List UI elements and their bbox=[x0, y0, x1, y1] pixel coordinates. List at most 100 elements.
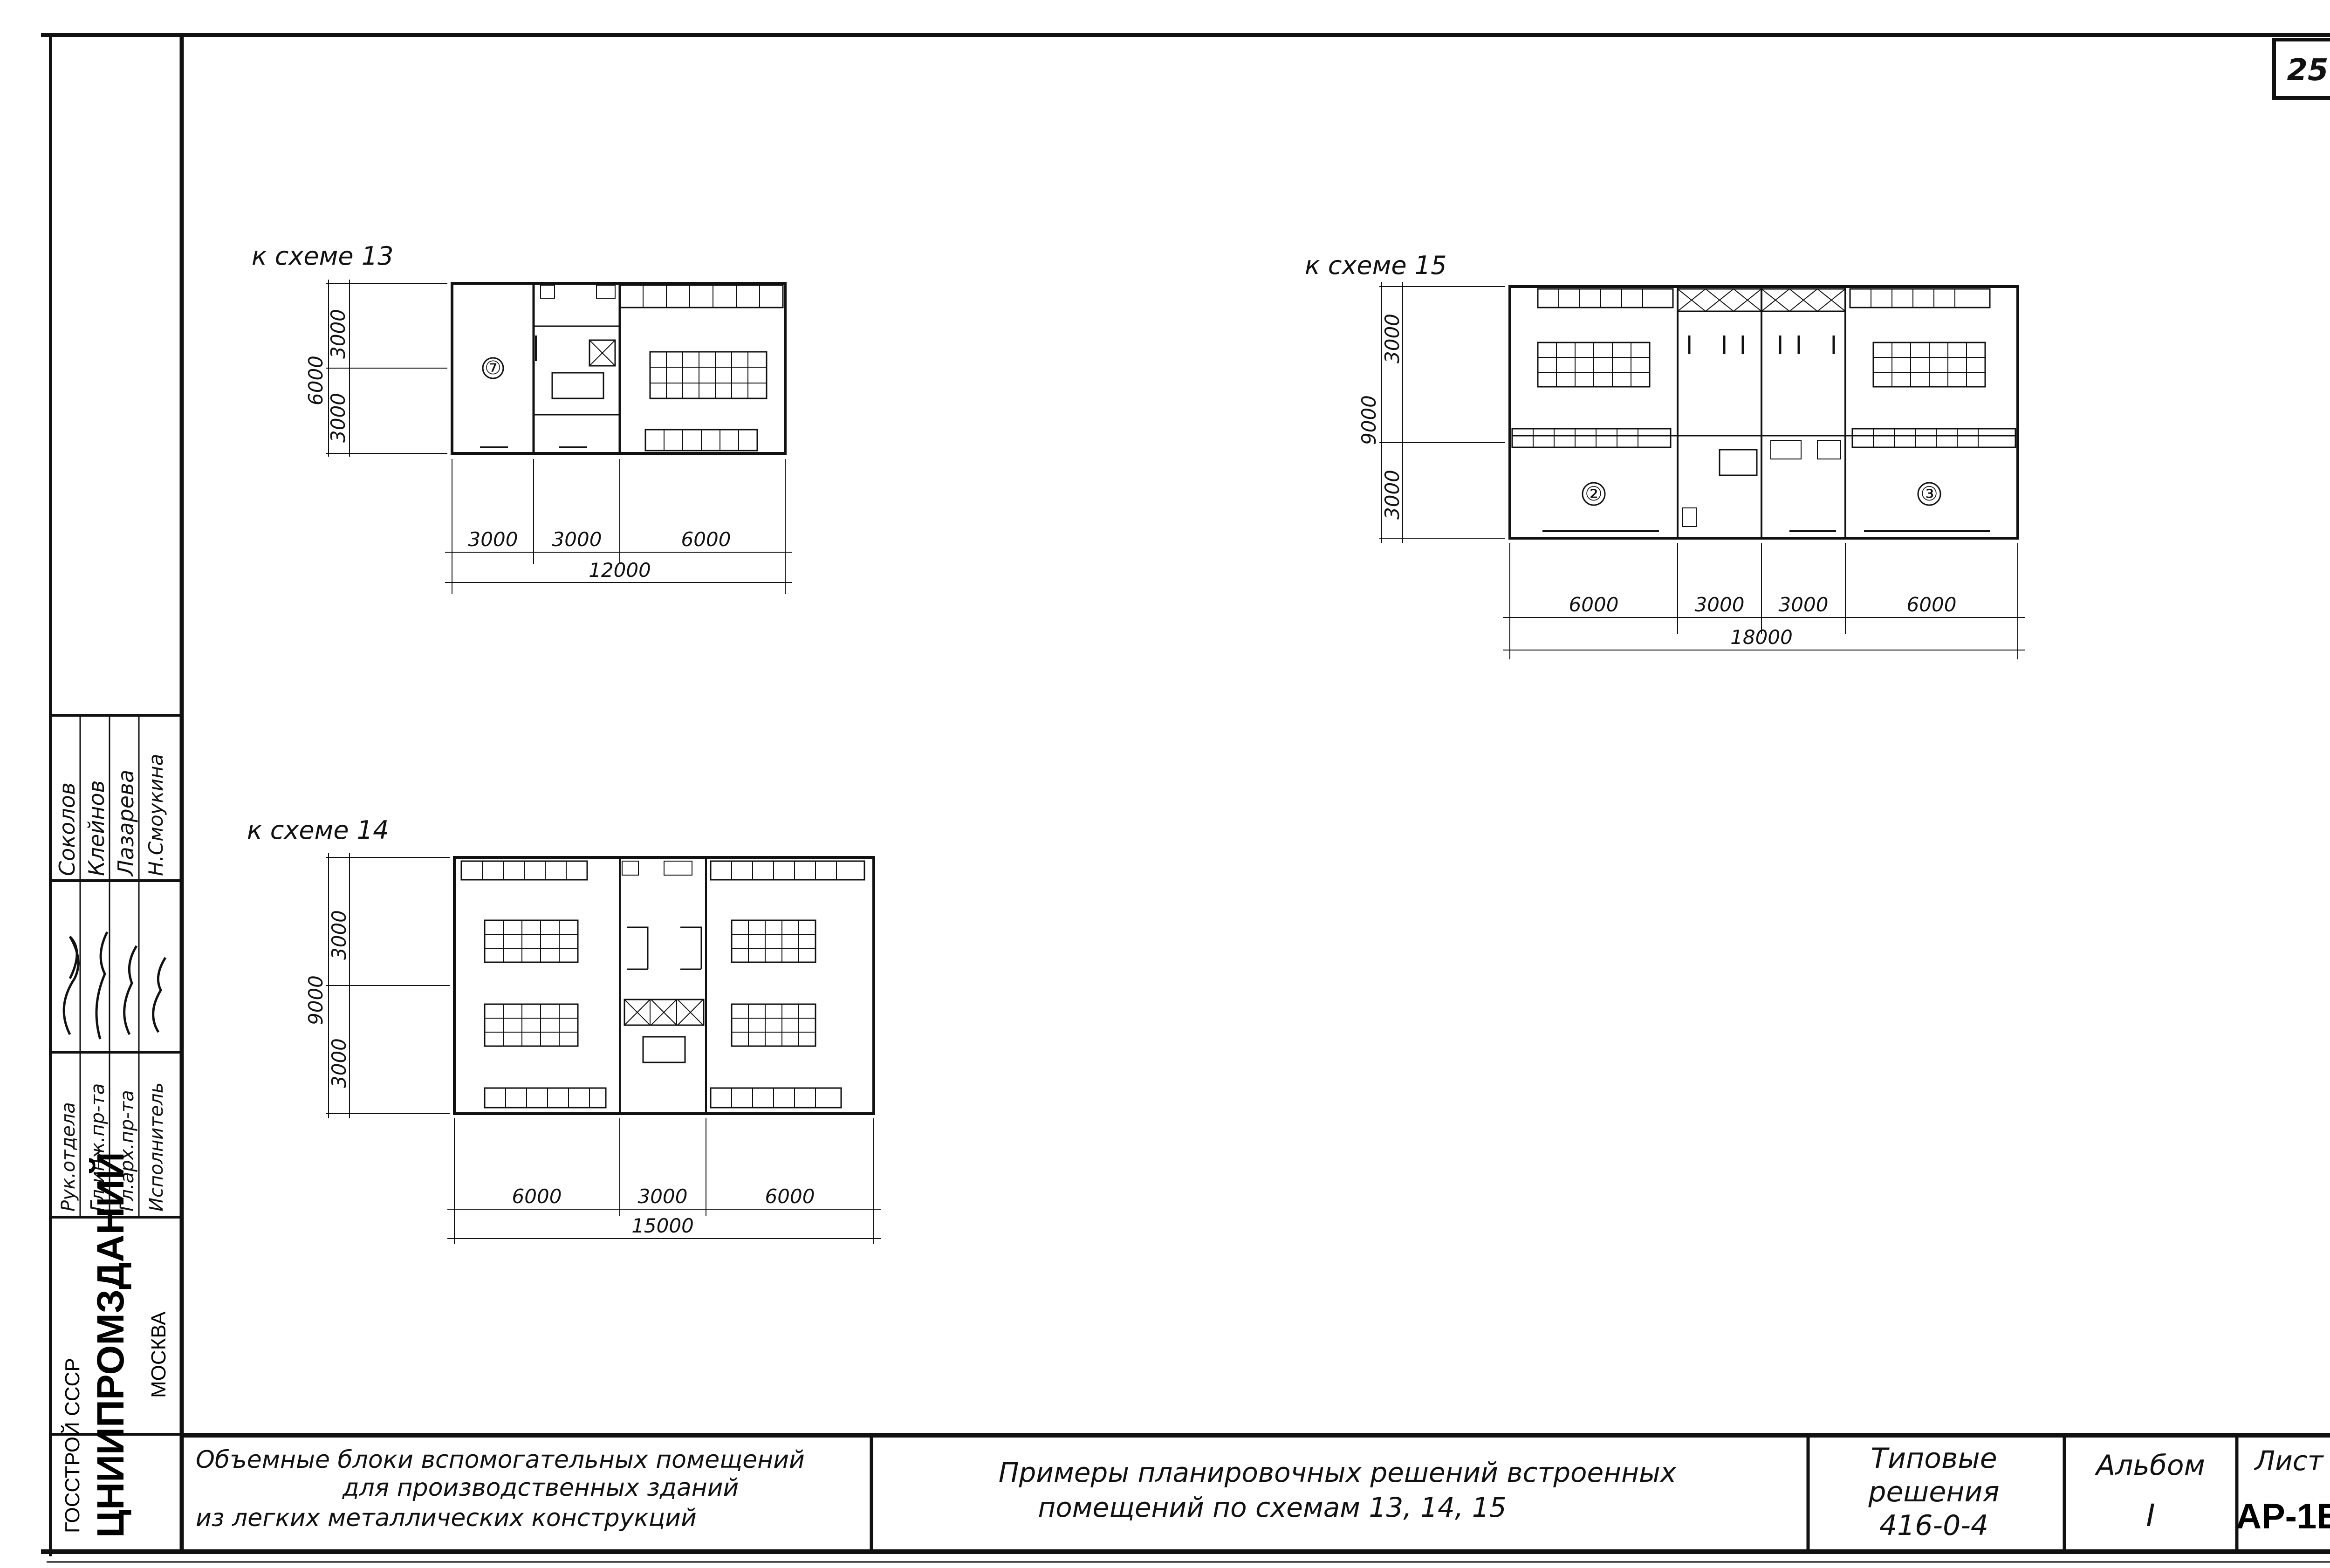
window-band bbox=[1851, 428, 2016, 448]
dim-left: 3000 bbox=[328, 1038, 350, 1088]
furniture-block bbox=[484, 1003, 579, 1047]
sanitary-fixture bbox=[589, 339, 616, 367]
window-band bbox=[1849, 288, 1991, 308]
series-line: решения bbox=[1868, 1476, 1999, 1508]
stamp-name: Н.Смоукина bbox=[144, 754, 167, 876]
dim-bottom: 6000 bbox=[1907, 593, 1957, 616]
sanitary-fixture bbox=[642, 1036, 686, 1063]
window-band bbox=[710, 860, 865, 881]
dim-left: 3000 bbox=[1381, 470, 1404, 520]
sheet-title: Примеры планировочных решений встроенных… bbox=[999, 1457, 1677, 1523]
sheet-code-block: Лист АР-1Б bbox=[2236, 1445, 2330, 1536]
room-mark-circle bbox=[1917, 482, 1941, 506]
dim-bottom: 3000 bbox=[638, 1185, 688, 1208]
album-block: Альбом I bbox=[2094, 1449, 2205, 1534]
furniture-block bbox=[731, 1003, 816, 1047]
sanitary-fixture bbox=[1817, 440, 1841, 459]
dim-bottom: 6000 bbox=[681, 528, 731, 551]
stamp-roles: Рук.отдела Гл.инж.пр-та Гл.арх.пр-та Исп… bbox=[58, 1082, 167, 1212]
plan-13-labels: ⑦ 3000 3000 6000 3000 3000 6000 12000 bbox=[304, 309, 731, 582]
sheet-label: Лист bbox=[2254, 1445, 2324, 1477]
plan-title: к схеме 14 bbox=[247, 815, 389, 845]
dim-left-total: 9000 bbox=[1357, 395, 1380, 445]
building-outline bbox=[1508, 285, 2019, 540]
sheet-number-box: 25 bbox=[2272, 38, 2330, 100]
signature-mark bbox=[95, 931, 109, 1040]
title-block bbox=[182, 1433, 2330, 1552]
dim-left-total: 9000 bbox=[304, 975, 327, 1025]
dim-bottom: 3000 bbox=[1779, 593, 1829, 616]
sanitary-fixture bbox=[551, 372, 604, 399]
room-mark: ③ bbox=[1920, 482, 1938, 505]
dim-left: 3000 bbox=[327, 393, 350, 443]
dim-total: 15000 bbox=[631, 1214, 694, 1237]
sanitary-fixture bbox=[1682, 507, 1697, 527]
stamp-role: Гл.инж.пр-та bbox=[87, 1083, 109, 1212]
dim-total: 18000 bbox=[1730, 626, 1793, 649]
project-title-line: из легких металлических конструкций bbox=[196, 1504, 697, 1532]
stamp-signatures bbox=[62, 931, 167, 1040]
org-line-3: МОСКВА bbox=[147, 1311, 170, 1398]
plan-14-labels: 3000 3000 9000 6000 3000 6000 15000 bbox=[304, 910, 815, 1237]
series-line: 416-0-4 bbox=[1879, 1509, 1988, 1542]
dim-bottom: 6000 bbox=[512, 1185, 562, 1208]
window-band bbox=[710, 1087, 842, 1109]
window-band bbox=[1537, 288, 1674, 308]
stamp-names: Соколов Клейнов Лазарева Н.Смоукина bbox=[55, 754, 167, 877]
dim-bottom: 3000 bbox=[468, 528, 518, 551]
plan-title: к схеме 13 bbox=[252, 241, 394, 271]
furniture-block bbox=[649, 351, 768, 399]
series-block: Типовые решения 416-0-4 bbox=[1868, 1442, 1999, 1542]
building-outline bbox=[453, 856, 875, 1115]
sanitary-fixture bbox=[596, 285, 616, 299]
sheet-code: АР-1Б bbox=[2236, 1497, 2330, 1536]
signature-mark bbox=[123, 945, 138, 1035]
window-band bbox=[1511, 428, 1672, 448]
dim-left: 3000 bbox=[328, 910, 350, 960]
approval-stamp bbox=[50, 714, 182, 1436]
stamp-name: Соколов bbox=[55, 782, 80, 876]
window-band bbox=[484, 1087, 607, 1109]
plan-15-labels: ② ③ 3000 3000 9000 6000 3000 3000 6000 1… bbox=[1357, 314, 1956, 649]
dim-left-total: 6000 bbox=[304, 356, 327, 405]
project-title-line: Объемные блоки вспомогательных помещений bbox=[196, 1446, 805, 1474]
room-mark-circle bbox=[1582, 482, 1606, 506]
stamp-role: Исполнитель bbox=[146, 1082, 167, 1212]
sanitary-fixture bbox=[664, 861, 692, 876]
plan-title: к схеме 15 bbox=[1305, 251, 1447, 280]
sheet-number: 25 bbox=[2287, 53, 2328, 88]
plan-scheme-14: к схеме 14 bbox=[247, 815, 881, 1244]
plan-scheme-15: к схеме 15 bbox=[1305, 251, 2025, 659]
stamp-organization: ГОССТРОЙ СССР ЦНИИПРОМЗДАНИЙ МОСКВА bbox=[60, 1152, 170, 1538]
stamp-role: Гл.арх.пр-та bbox=[116, 1090, 138, 1212]
stamp-name: Лазарева bbox=[113, 770, 138, 877]
sheet-frame bbox=[41, 33, 2330, 1563]
furniture-block bbox=[484, 919, 579, 963]
org-line-2: ЦНИИПРОМЗДАНИЙ bbox=[89, 1152, 132, 1538]
dim-bottom: 6000 bbox=[1569, 593, 1619, 616]
dim-bottom: 3000 bbox=[552, 528, 602, 551]
project-title: Объемные блоки вспомогательных помещений… bbox=[196, 1446, 805, 1532]
plan-scheme-13: к схеме 13 bbox=[252, 241, 792, 594]
room-mark-circle bbox=[482, 357, 504, 379]
signature-mark bbox=[152, 957, 167, 1033]
dim-bottom: 6000 bbox=[765, 1185, 815, 1208]
window-band bbox=[619, 284, 784, 308]
dim-left: 3000 bbox=[1381, 314, 1404, 363]
dim-left: 3000 bbox=[327, 309, 350, 359]
album-label: Альбом bbox=[2094, 1449, 2205, 1482]
series-line: Типовые bbox=[1871, 1442, 1997, 1475]
stamp-name: Клейнов bbox=[84, 780, 109, 876]
org-line-1: ГОССТРОЙ СССР bbox=[60, 1358, 84, 1533]
room-mark: ② bbox=[1585, 482, 1603, 505]
sanitary-fixture bbox=[540, 285, 555, 299]
sanitary-fixture bbox=[1719, 449, 1758, 476]
room-mark: ⑦ bbox=[485, 357, 501, 379]
sheet-title-line: Примеры планировочных решений встроенных bbox=[999, 1457, 1677, 1488]
stamp-role: Рук.отдела bbox=[58, 1102, 79, 1212]
dim-total: 12000 bbox=[589, 559, 651, 582]
sheet-title-line: помещений по схемам 13, 14, 15 bbox=[1038, 1492, 1506, 1523]
locker-block bbox=[624, 999, 705, 1026]
furniture-block bbox=[731, 919, 816, 963]
